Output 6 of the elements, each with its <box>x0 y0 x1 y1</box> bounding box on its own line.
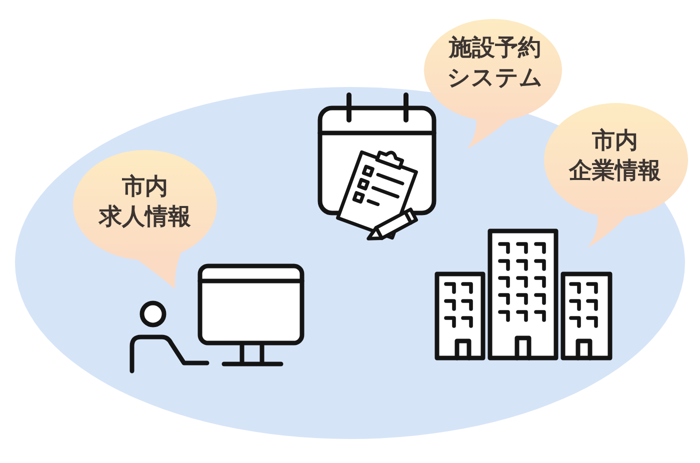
speech-bubble <box>424 19 562 150</box>
bubble-text: 市内企業情報 <box>569 127 661 186</box>
bubble-text: 市内求人情報 <box>99 173 191 232</box>
bubble-text: 施設予約システム <box>447 34 543 93</box>
speech-bubble <box>73 150 217 290</box>
speech-bubble <box>544 103 688 249</box>
